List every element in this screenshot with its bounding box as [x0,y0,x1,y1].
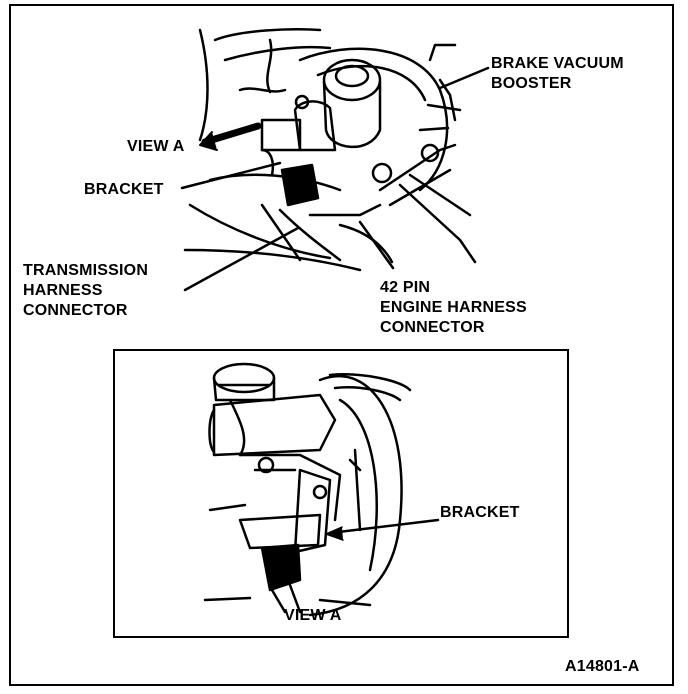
figure-id: A14801-A [565,658,640,675]
label-bracket: BRACKET [84,181,164,198]
label-view-a-inset: VIEW A [284,607,342,624]
label-view-a: VIEW A [127,138,185,155]
label-bracket-inset: BRACKET [440,504,520,521]
label-brake-vacuum-booster: BRAKE VACUUM BOOSTER [491,55,624,92]
inset-view-drawing [203,362,440,617]
main-view-drawing [180,28,490,292]
label-engine-harness-connector: 42 PIN ENGINE HARNESS CONNECTOR [380,279,527,336]
view-a-inset-frame [113,349,569,638]
label-transmission-harness-connector: TRANSMISSION HARNESS CONNECTOR [23,262,149,319]
